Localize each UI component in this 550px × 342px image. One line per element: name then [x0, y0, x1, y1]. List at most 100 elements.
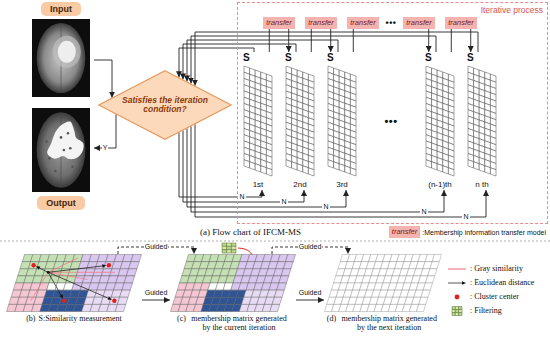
transfer-text: transfer: [308, 18, 333, 28]
transfer-tag: transfer: [445, 17, 476, 29]
tissue-speckle: [45, 140, 48, 143]
grid-cell: [468, 160, 474, 168]
grid-cell: [432, 255, 441, 262]
connector: [451, 29, 452, 52]
connector: [94, 114, 116, 148]
grid-cell: [274, 290, 284, 297]
image-panel: Output: [28, 108, 94, 212]
grid-cell: [428, 269, 437, 276]
grid-cell: [345, 166, 351, 174]
legend-sample: [446, 306, 468, 316]
grid-cell: [430, 262, 439, 269]
caption-row: (b)S:Similarity measurement: [6, 314, 142, 323]
grid-cell: [281, 269, 291, 276]
iteration-label: (n-1)th: [428, 180, 452, 190]
legend-text: : Cluster center: [470, 292, 519, 302]
legend-text: : Euclidean distance: [470, 278, 534, 288]
matrix-symbol: S: [243, 52, 250, 63]
transfer-text: transfer: [350, 18, 375, 28]
euclidean-arrow-head: [108, 297, 112, 300]
legend-tag-text: transfer: [392, 227, 417, 237]
iteration-label: 3rd: [336, 180, 348, 190]
matrix-symbol: S: [467, 52, 474, 63]
grid-cell: [459, 313, 462, 316]
edge-label: Y: [102, 144, 109, 152]
legend-text: :Membership information transfer model: [422, 228, 546, 237]
grid-cell: [222, 246, 227, 249]
io-label: Output: [37, 196, 85, 210]
grid-cell: [455, 313, 458, 316]
connector: [470, 29, 471, 52]
caption-row: (d)membership matrix generated by the ne…: [324, 314, 442, 332]
transfer-tag: transfer: [263, 17, 294, 29]
connector: [269, 29, 270, 52]
grid-cell: [416, 304, 425, 311]
grid-cell: [277, 283, 287, 290]
cluster-center: [112, 299, 116, 303]
brain: [37, 112, 86, 188]
cluster-center: [62, 299, 66, 303]
diamond-outline: [99, 71, 231, 139]
decision-text: Satisfies the iteration condition?: [120, 96, 210, 115]
frame-title: Iterative process: [238, 3, 547, 15]
process-frame: transfer transfer transfer transfer transfer…: [237, 2, 548, 224]
tissue-speckle: [63, 149, 66, 152]
euclidean-sample: [448, 283, 462, 284]
grid-cell: [452, 307, 455, 310]
pixel-grid: [6, 254, 142, 312]
grid-cell: [459, 310, 462, 313]
segmented-lesion: [47, 121, 84, 159]
grid-cell: [231, 243, 236, 246]
connector: [296, 300, 324, 301]
edge-label: Guided: [298, 289, 323, 297]
grid-panel: (b)S:Similarity measurement: [6, 254, 142, 336]
iteration-label: 1st: [253, 180, 264, 190]
euclidean-sample-head: [462, 281, 466, 285]
edge-label: N: [420, 208, 427, 216]
edge-label: N: [238, 193, 245, 201]
grid-cell: [423, 283, 432, 290]
grid-cell: [286, 160, 292, 168]
pixel-grid: [170, 254, 296, 312]
transfer-text: transfer: [406, 18, 431, 28]
grid-cell: [303, 166, 309, 174]
tissue-speckle: [48, 157, 51, 160]
connector: [353, 29, 354, 52]
grid-cell: [443, 166, 449, 174]
tissue-speckle: [69, 147, 72, 150]
brain: [37, 23, 86, 93]
transfer-tag: transfer: [347, 17, 378, 29]
edge-label: N: [322, 203, 329, 211]
source-pixel: [47, 271, 50, 274]
iteration-label: 2nd: [293, 180, 306, 190]
membership-matrix: Sn th: [462, 52, 502, 190]
connector: [142, 300, 170, 301]
free-label: •••: [384, 115, 397, 127]
connector: [191, 126, 444, 212]
matrix-grid: [322, 52, 362, 190]
panel-caption: S:Similarity measurement: [39, 314, 122, 323]
cluster-center: [31, 263, 35, 267]
connector: [288, 29, 289, 52]
decision-diamond: Satisfies the iteration condition?: [98, 70, 232, 140]
grid-cell: [126, 269, 137, 276]
grid-cell: [283, 262, 293, 269]
transfer-tag: transfer: [403, 17, 434, 29]
connector: [330, 29, 331, 52]
mri-background: [32, 19, 90, 97]
edge-label: N: [280, 198, 287, 206]
mri-background: [32, 108, 90, 192]
grid-cell: [266, 168, 272, 176]
grid-cell: [350, 168, 356, 176]
membership-matrix: S2nd: [280, 52, 320, 190]
connector: [187, 40, 338, 81]
grid-cell: [131, 255, 142, 262]
panel-tag: (d): [327, 314, 336, 323]
grid-cell: [270, 304, 280, 311]
legend-text: : Gray similarity: [470, 264, 523, 274]
grid-cell: [255, 164, 261, 172]
lesion-halo: [53, 36, 81, 68]
grid-cell: [459, 307, 462, 310]
grid-cell: [227, 250, 232, 253]
